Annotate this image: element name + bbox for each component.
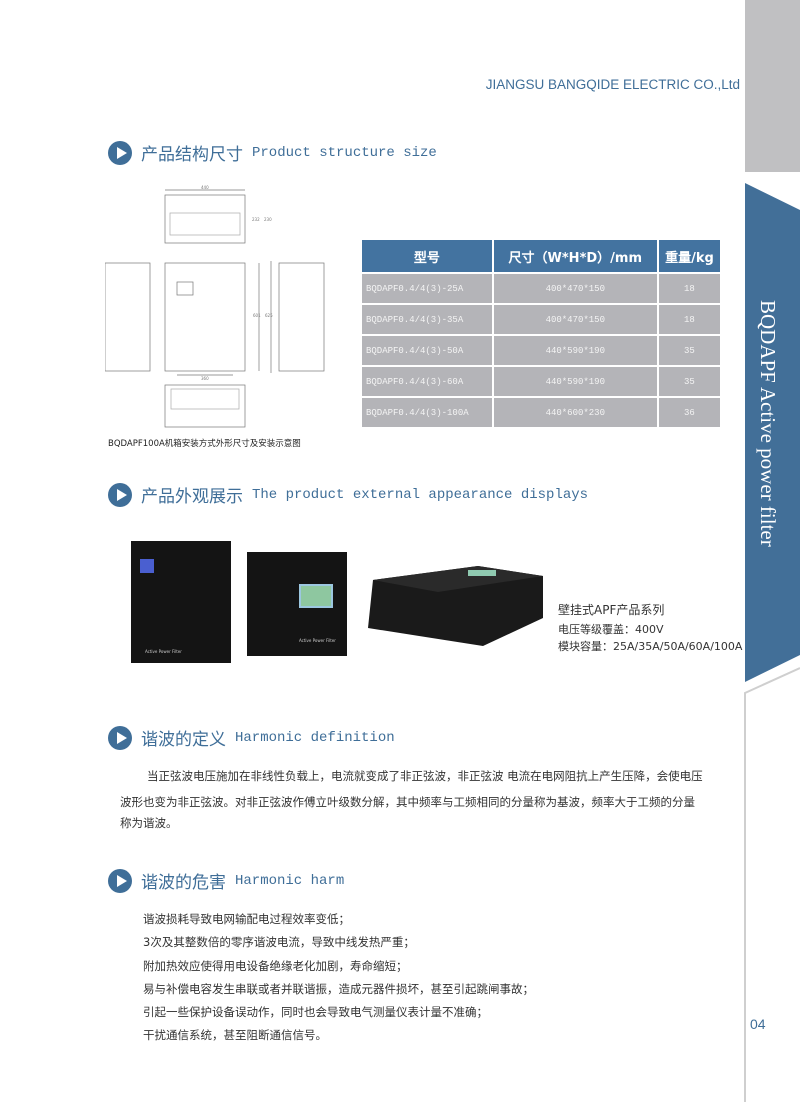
harm-item: 引起一些保护设备误动作，同时也会导致电气测量仪表计量不准确； bbox=[143, 1005, 488, 1020]
cell-model: BQDAPF0.4/4(3)-100A bbox=[362, 398, 492, 427]
col-model: 型号 bbox=[362, 240, 492, 272]
harm-list: 谐波损耗导致电网输配电过程效率变低； 3次及其整数倍的零序谐波电流，导致中线发热… bbox=[143, 908, 534, 1048]
dim-height1: 601 bbox=[253, 313, 261, 318]
section-title-en: The product external appearance displays bbox=[252, 486, 589, 503]
cell-model: BQDAPF0.4/4(3)-60A bbox=[362, 367, 492, 396]
series-title: 壁挂式APF产品系列 bbox=[558, 603, 665, 617]
definition-line: 当正弦波电压施加在非线性负载上，电流就变成了非正弦波，非正弦波 电流在电网阻抗上… bbox=[147, 769, 703, 783]
product-label: Active Power Filter bbox=[145, 649, 182, 654]
product-image-wall-unit-1: Active Power Filter bbox=[131, 541, 231, 663]
dim-depth1: 232 bbox=[252, 217, 260, 222]
play-bullet-icon bbox=[108, 868, 132, 893]
dimension-drawing: 440 232 230 601 625 360 bbox=[105, 185, 325, 428]
page-number: 04 bbox=[750, 1016, 766, 1032]
sidebar-title: BQDAPF Active power filter bbox=[756, 300, 780, 547]
play-bullet-icon bbox=[108, 725, 132, 750]
cell-model: BQDAPF0.4/4(3)-50A bbox=[362, 336, 492, 365]
cell-size: 440*600*230 bbox=[493, 398, 657, 427]
section-title-cn: 谐波的定义 bbox=[141, 730, 226, 750]
section-title-en: Product structure size bbox=[252, 144, 437, 161]
product-image-rack-unit bbox=[368, 566, 543, 646]
section-title-cn: 产品外观展示 bbox=[141, 487, 243, 507]
definition-line: 称为谐波。 bbox=[120, 816, 178, 830]
cell-weight: 35 bbox=[658, 336, 720, 365]
col-size: 尺寸（W*H*D）/mm bbox=[493, 240, 657, 272]
cell-weight: 36 bbox=[658, 398, 720, 427]
dim-width: 440 bbox=[201, 185, 209, 190]
cell-size: 440*590*190 bbox=[493, 336, 657, 365]
product-label: Active Power Filter bbox=[299, 638, 336, 643]
harm-item: 谐波损耗导致电网输配电过程效率变低； bbox=[143, 912, 350, 926]
company-name: JIANGSU BANGQIDE ELECTRIC CO.,Ltd bbox=[485, 77, 740, 92]
harm-item: 干扰通信系统，甚至阻断通信信号。 bbox=[143, 1028, 327, 1043]
product-series-info: 壁挂式APF产品系列 电压等级覆盖：400V 模块容量：25A/35A/50A/… bbox=[558, 602, 742, 655]
section-harmonic-harm: 谐波的危害 Harmonic harm bbox=[108, 868, 344, 893]
section-title-cn: 产品结构尺寸 bbox=[141, 145, 243, 165]
section-structure-size: 产品结构尺寸 Product structure size bbox=[108, 140, 437, 165]
dim-mount: 360 bbox=[201, 376, 209, 381]
section-title-en: Harmonic harm bbox=[235, 872, 345, 889]
harm-item: 3次及其整数倍的零序谐波电流，导致中线发热严重； bbox=[143, 935, 415, 950]
harm-item: 附加热效应使得用电设备绝缘老化加剧，寿命缩短； bbox=[143, 958, 408, 973]
module-capacity: 模块容量：25A/35A/50A/60A/100A bbox=[558, 640, 743, 653]
product-image-wall-unit-2: Active Power Filter bbox=[247, 552, 347, 656]
cell-weight: 18 bbox=[658, 305, 720, 334]
play-bullet-icon bbox=[108, 482, 132, 507]
cell-size: 400*470*150 bbox=[493, 305, 657, 334]
cell-model: BQDAPF0.4/4(3)-25A bbox=[362, 274, 492, 303]
section-title-cn: 谐波的危害 bbox=[141, 873, 226, 893]
cell-weight: 18 bbox=[658, 274, 720, 303]
cell-weight: 35 bbox=[658, 367, 720, 396]
col-weight: 重量/kg bbox=[658, 240, 720, 272]
dim-height2: 625 bbox=[265, 313, 273, 318]
definition-line: 波形也变为非正弦波。对非正弦波作傅立叶级数分解，其中频率与工频相同的分量称为基波… bbox=[120, 795, 695, 809]
play-bullet-icon bbox=[108, 140, 132, 165]
spec-table: 型号 尺寸（W*H*D）/mm 重量/kg BQDAPF0.4/4(3)-25A… bbox=[360, 238, 722, 429]
cell-size: 440*590*190 bbox=[493, 367, 657, 396]
voltage-level: 电压等级覆盖：400V bbox=[558, 623, 664, 636]
cell-model: BQDAPF0.4/4(3)-35A bbox=[362, 305, 492, 334]
harm-item: 易与补偿电容发生串联或者并联谐振，造成元器件损坏，甚至引起跳闸事故； bbox=[143, 981, 534, 996]
cell-size: 400*470*150 bbox=[493, 274, 657, 303]
lcd-screen bbox=[140, 559, 154, 573]
drawing-caption: BQDAPF100A机箱安装方式外形尺寸及安装示意图 bbox=[108, 439, 301, 449]
dim-depth2: 230 bbox=[264, 217, 272, 222]
touch-screen bbox=[299, 584, 333, 608]
sidebar-band bbox=[744, 0, 800, 1102]
definition-paragraph: 当正弦波电压施加在非线性负载上，电流就变成了非正弦波，非正弦波 电流在电网阻抗上… bbox=[120, 763, 728, 831]
section-title-en: Harmonic definition bbox=[235, 729, 395, 746]
section-appearance: 产品外观展示 The product external appearance d… bbox=[108, 482, 588, 507]
section-harmonic-definition: 谐波的定义 Harmonic definition bbox=[108, 725, 395, 750]
